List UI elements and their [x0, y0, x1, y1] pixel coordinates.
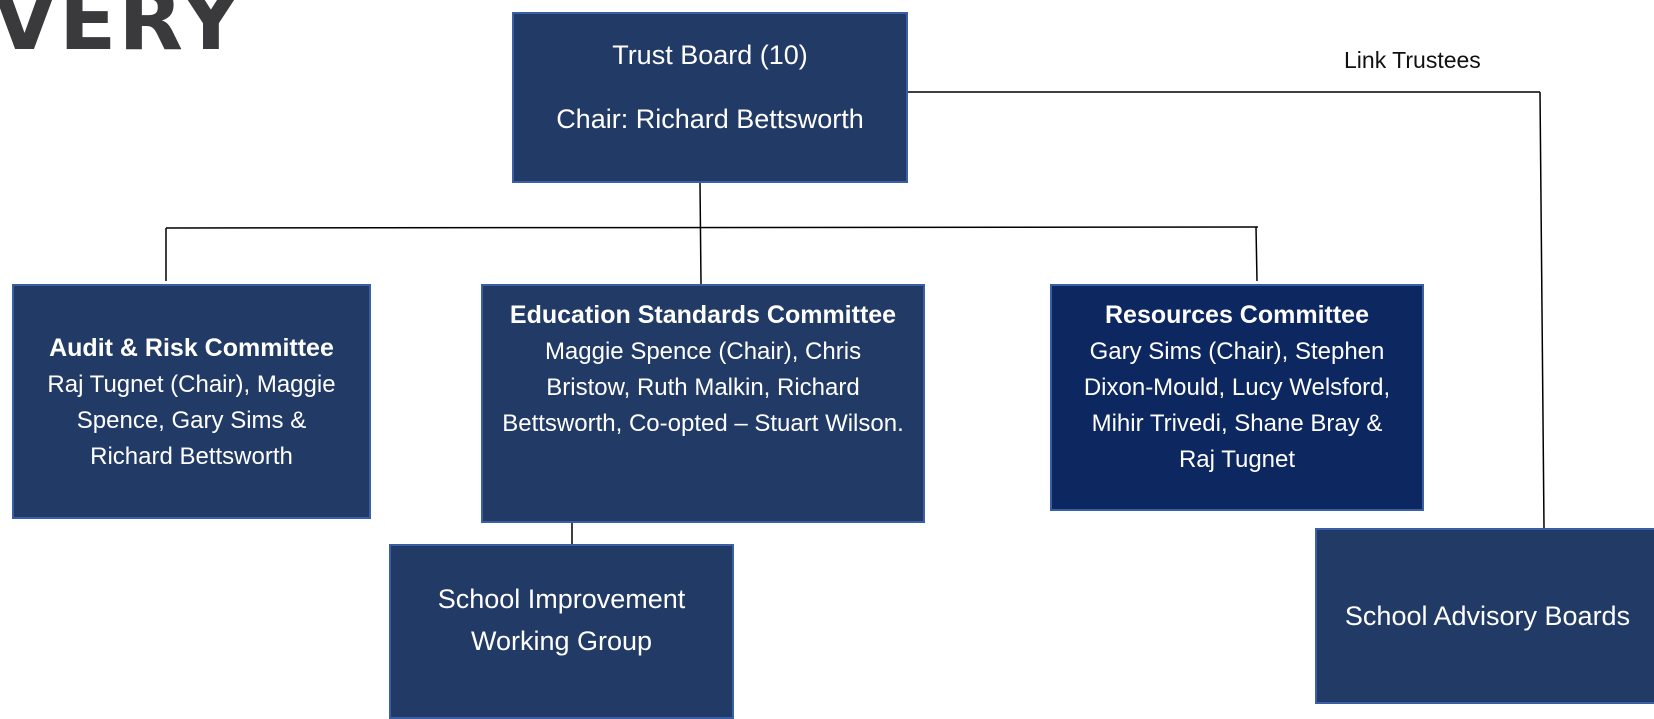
trust-board-chair: Chair: Richard Bettsworth [556, 104, 864, 134]
audit-risk-committee-box: Audit & Risk Committee Raj Tugnet (Chair… [12, 284, 371, 519]
bus-to-resources-line [1255, 226, 1258, 282]
education-committee-members: Maggie Spence (Chair), Chris Bristow, Ru… [502, 338, 904, 437]
resources-committee-title: Resources Committee [1105, 301, 1369, 329]
education-committee-title: Education Standards Committee [509, 301, 897, 329]
audit-committee-members: Raj Tugnet (Chair), Maggie Spence, Gary … [47, 370, 336, 470]
trust-board-title: Trust Board (10) [612, 40, 808, 70]
school-improvement-working-group-box: School Improvement Working Group [389, 544, 734, 719]
committee-bus-line [165, 226, 1259, 229]
education-standards-committee-box: Education Standards Committee Maggie Spe… [481, 284, 925, 523]
link-trustees-label: Link Trustees [1344, 47, 1481, 73]
trust-board-box: Trust Board (10) Chair: Richard Bettswor… [512, 12, 908, 183]
link-trustees-vertical-line [1539, 91, 1545, 529]
school-advisory-boards-title: School Advisory Boards [1344, 601, 1631, 631]
resources-committee-box: Resources Committee Gary Sims (Chair), S… [1050, 284, 1424, 511]
audit-committee-title: Audit & Risk Committee [49, 333, 334, 362]
school-improvement-title: School Improvement Working Group [437, 584, 686, 656]
trust-to-bus-line [699, 182, 702, 285]
school-advisory-boards-box: School Advisory Boards [1315, 528, 1654, 704]
logo-text: VERY [0, 0, 244, 69]
resources-committee-members: Gary Sims (Chair), Stephen Dixon-Mould, … [1083, 338, 1391, 473]
